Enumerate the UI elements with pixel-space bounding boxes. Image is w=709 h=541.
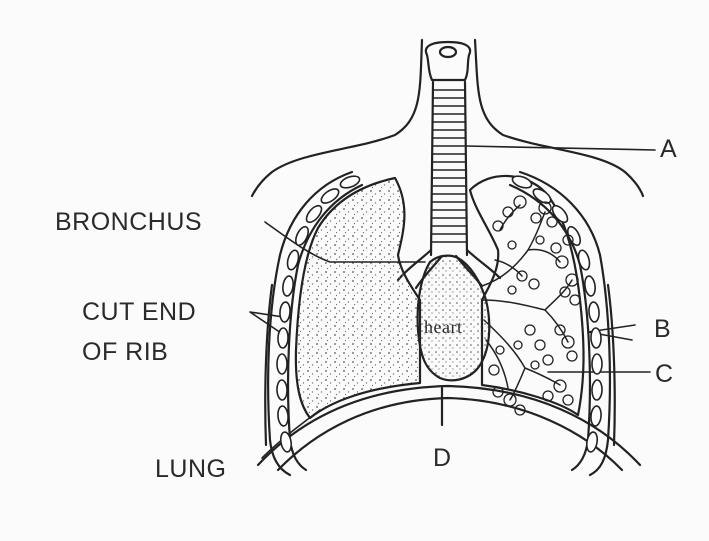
alveoli bbox=[489, 196, 580, 415]
trachea-rings bbox=[432, 90, 466, 242]
bronchial-tree bbox=[482, 205, 572, 400]
neck-shoulder-outline-right bbox=[475, 40, 643, 196]
rib-cage-right-inner bbox=[510, 185, 590, 470]
label-heart: heart bbox=[424, 318, 462, 336]
label-a: A bbox=[660, 137, 677, 162]
label-bronchus: BRONCHUS bbox=[55, 210, 202, 235]
neck-shoulder-outline-left bbox=[252, 40, 422, 196]
label-b: B bbox=[654, 317, 671, 342]
label-cut-end-line2: OF RIB bbox=[82, 340, 168, 365]
label-cut-end-line1: CUT END bbox=[82, 300, 196, 325]
label-c: C bbox=[655, 362, 674, 387]
trachea bbox=[431, 82, 467, 255]
label-lung: LUNG bbox=[155, 457, 226, 482]
larynx-opening bbox=[440, 47, 456, 57]
label-d: D bbox=[433, 446, 452, 471]
right-lung bbox=[470, 176, 584, 415]
